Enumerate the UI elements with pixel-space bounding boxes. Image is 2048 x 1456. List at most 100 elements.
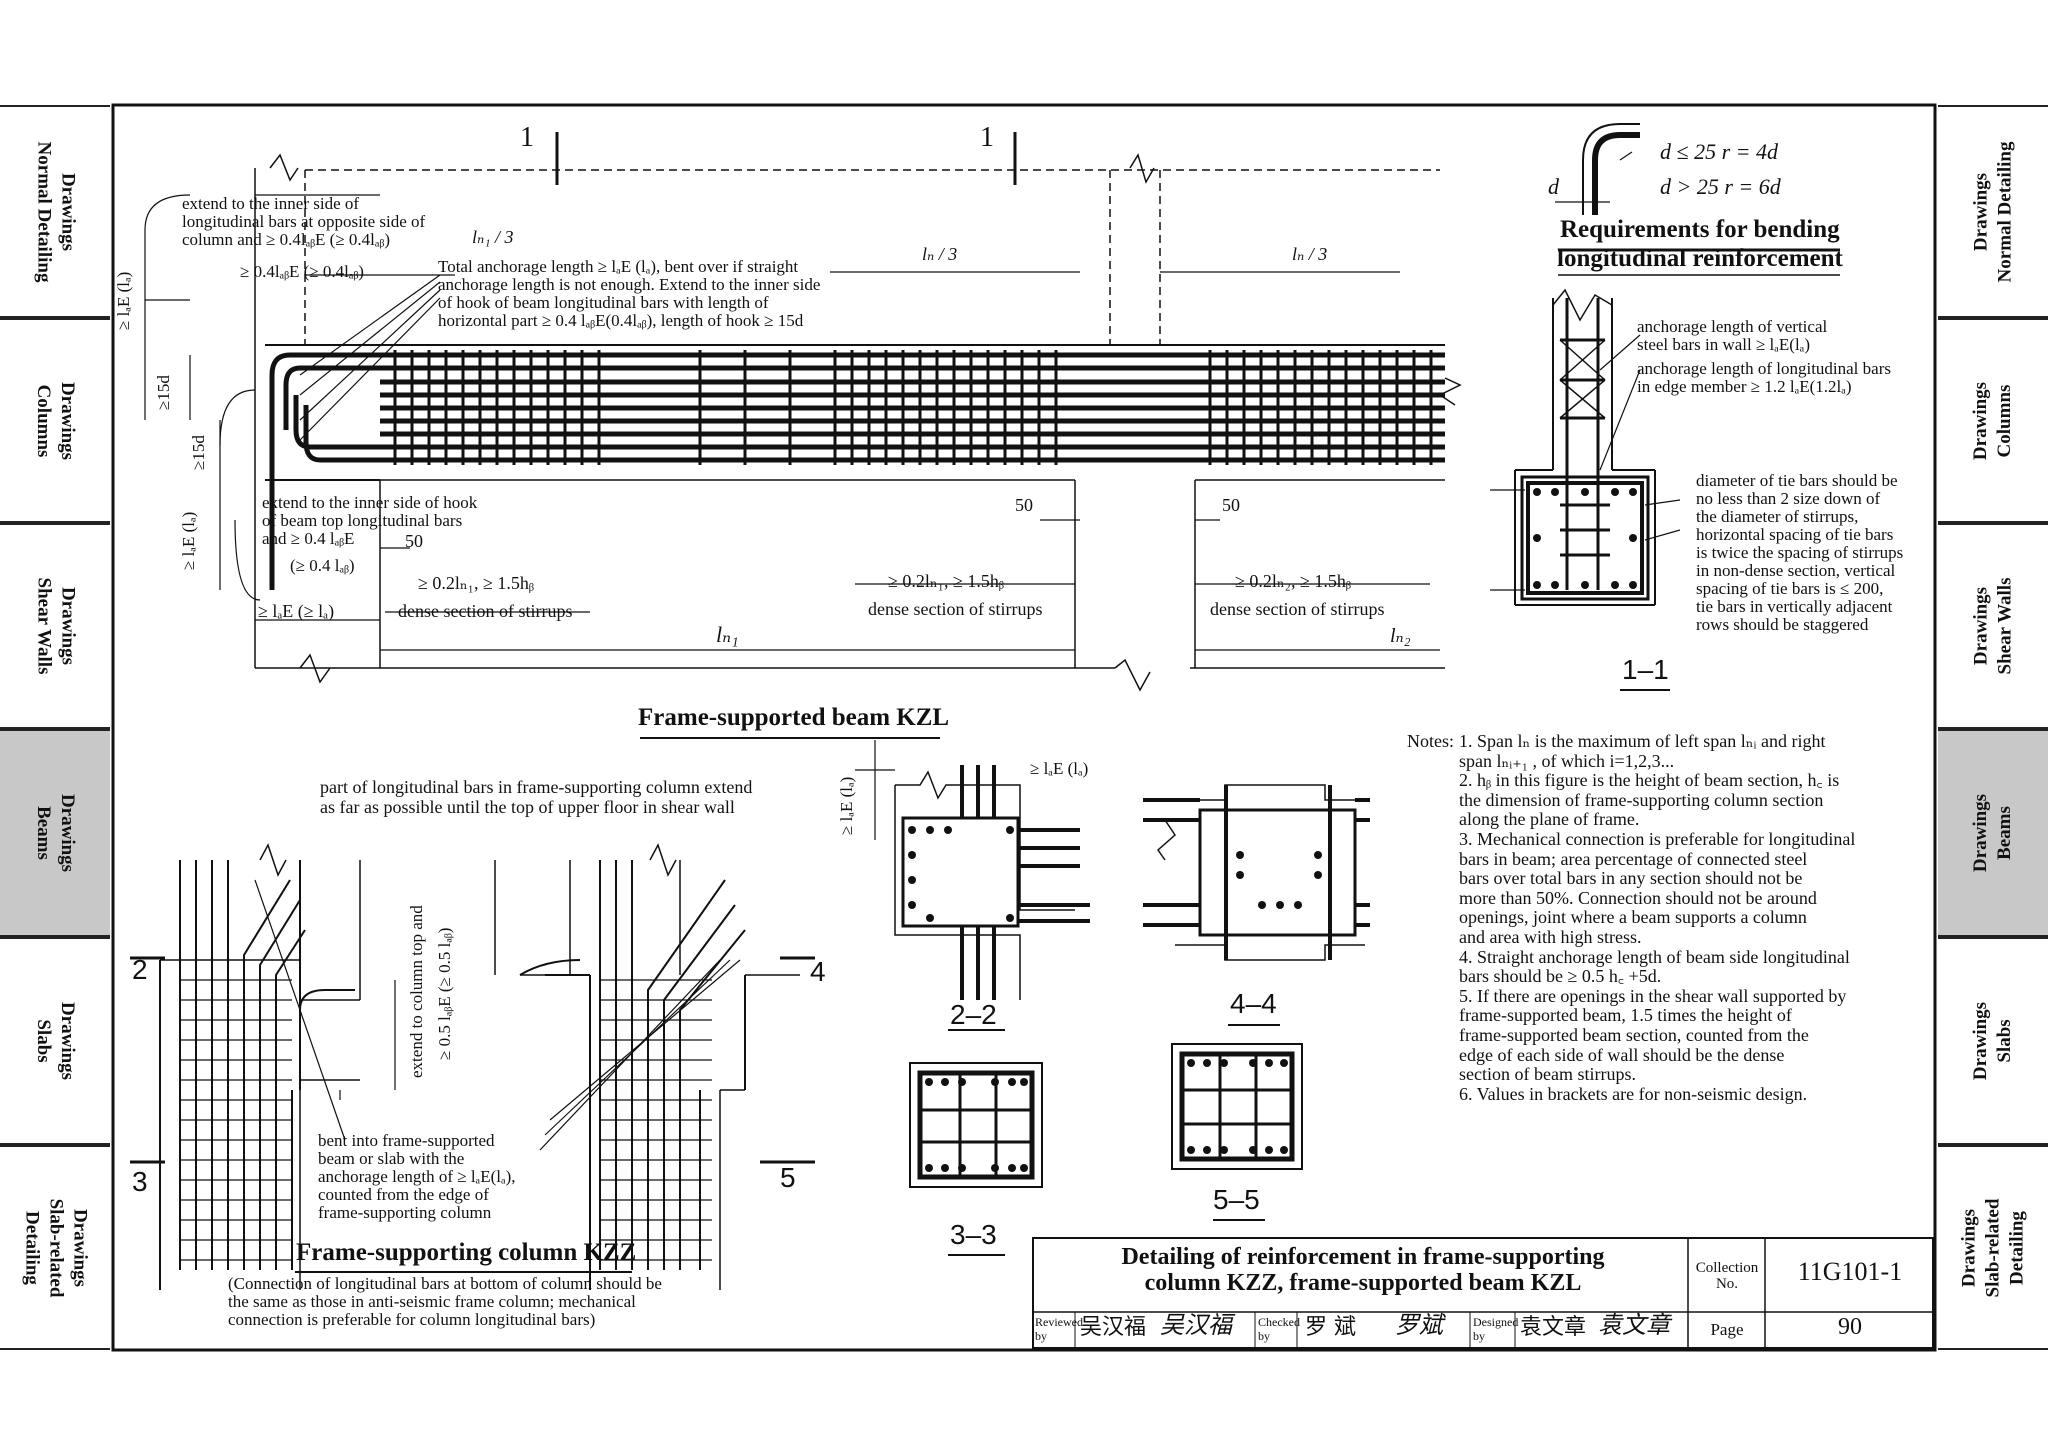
section-label-3-3: 3–3 [950,1219,997,1250]
s11-tie-1: diameter of tie bars should be [1696,471,1898,490]
bend-rule-2: d > 25 r = 6d [1660,174,1781,199]
section-1-1 [1490,288,1681,606]
note-line: 1. Span lₙ is the maximum of left span l… [1459,731,1826,751]
s11-tie-2: no less than 2 size down of [1696,489,1881,508]
note-total-anchor-2: anchorage length is not enough. Extend t… [438,275,821,294]
note-line: along the plane of frame. [1459,809,1640,830]
designer-name: 袁文章 [1520,1315,1587,1340]
s11-anch2-2: in edge member ≥ 1.2 lₐE(1.2lₐ) [1637,377,1852,396]
s11-tie-5: is twice the spacing of stirrups [1696,543,1904,562]
note-part-2: as far as possible until the top of uppe… [320,797,735,817]
collection-value: 11G101-1 [1797,1257,1903,1286]
s11-tie-4: horizontal spacing of tie bars [1696,525,1894,544]
title-block-line-2: column KZZ, frame-supported beam KZL [1144,1270,1582,1296]
note-bent-3: anchorage length of ≥ lₐE(lₐ), [318,1167,516,1186]
section-2-2 [855,740,1090,1000]
dim-15d-a: ≥15d [154,375,173,410]
title-block-line-1: Detailing of reinforcement in frame-supp… [1121,1244,1605,1270]
bend-title-1: Requirements for bending [1560,216,1840,243]
dense-rule-1: ≥ 0.2lₙ₁, ≥ 1.5hᵦ [418,573,534,593]
reviewer-name: 吴汉福 [1080,1315,1147,1340]
dim-lae-vertical: ≥ lₐE (lₐ) [114,271,133,330]
note-line: bars over total bars in any section shou… [1459,868,1803,889]
note-extend-inner-1: extend to the inner side of [182,194,360,213]
checker-name: 罗 斌 [1305,1315,1356,1340]
dim-la-vertical: ≥ lₐE (lₐ) [179,511,198,570]
s11-tie-6: in non-dense section, vertical [1696,561,1896,580]
page-value: 90 [1838,1314,1862,1340]
column-sub-2: the same as those in anti-seismic frame … [228,1292,636,1311]
section-5-5 [1171,1043,1303,1170]
s11-tie-3: the diameter of stirrups, [1696,507,1859,526]
s11-tie-8: tie bars in vertically adjacent [1696,597,1893,616]
note-line: frame-supported beam, 1.5 times the heig… [1459,1005,1792,1026]
s11-tie-9: rows should be staggered [1696,615,1869,634]
column-elevation-right [494,843,815,1290]
bending-detail [1555,123,1640,215]
note-total-anchor-3: of hook of beam longitudinal bars with l… [438,293,769,312]
reviewer-signature: 吴汉福 [1160,1311,1232,1339]
designer-signature: 袁文章 [1598,1311,1670,1339]
s11-tie-7: spacing of tie bars is ≤ 200, [1696,579,1884,598]
section-mark-5: 5 [780,1162,796,1193]
bend-d-label: d [1548,174,1559,199]
section-label-2-2: 2–2 [950,999,997,1030]
note-bent-5: frame-supporting column [318,1203,492,1222]
bend-rule-1: d ≤ 25 r = 4d [1660,139,1778,164]
section-mark-2: 2 [132,954,148,985]
note-line: 3. Mechanical connection is preferable f… [1459,829,1856,849]
section-4-4 [1143,784,1370,961]
dim-ln1: lₙ₁ [716,622,739,647]
s11-anch2-1: anchorage length of longitudinal bars [1637,359,1891,378]
note-extend-inner-2: longitudinal bars at opposite side of [182,212,426,231]
note-line: and area with high stress. [1459,927,1642,947]
column-sub-1: (Connection of longitudinal bars at bott… [228,1274,662,1293]
section-label-4-4: 4–4 [1230,988,1277,1019]
section-mark-1a: 1 [520,122,534,153]
s11-anch1-2: steel bars in wall ≥ lₐE(lₐ) [1637,335,1810,354]
dense-label-2: dense section of stirrups [868,599,1043,619]
column-elevation-left [130,843,396,1290]
note-line: bars should be ≥ 0.5 h꜀ +5d. [1459,966,1662,987]
s11-anch1-1: anchorage length of vertical [1637,317,1828,336]
note-extend-inner-3: column and ≥ 0.4lₐᵦE (≥ 0.4lₐᵦ) [182,230,390,249]
column-title: Frame-supporting column KZZ [296,1239,637,1266]
note-line: openings, joint where a beam supports a … [1459,907,1807,928]
notes-head: Notes: [1407,731,1454,751]
section-label-1-1: 1–1 [1622,654,1669,685]
checked-label: Checked by [1258,1315,1300,1343]
dim-lab: ≥ 0.4lₐᵦE (≥ 0.4lₐᵦ) [240,262,364,281]
dim-lae-bottom: ≥ lₐE (≥ lₐ) [258,601,335,621]
section-mark-1b: 1 [980,122,994,153]
dim-50-mid: 50 [1015,495,1033,515]
note-line: 4. Straight anchorage length of beam sid… [1459,946,1850,967]
s22-lae-vertical: ≥ lₐE (lₐ) [837,776,856,835]
dim-50-left: 50 [405,531,423,551]
note-bent-4: counted from the edge of [318,1185,489,1204]
note-line: 2. hᵦ in this figure is the height of be… [1459,770,1840,791]
dense-rule-2: ≥ 0.2lₙ₁, ≥ 1.5hᵦ [888,571,1004,591]
note-extend-hook-4: (≥ 0.4 lₐᵦ) [290,556,355,575]
section-label-5-5: 5–5 [1213,1184,1260,1215]
note-total-anchor-1: Total anchorage length ≥ lₐE (lₐ), bent … [438,257,799,276]
reviewed-label: Reviewed by [1035,1315,1083,1343]
note-line: section of beam stirrups. [1459,1064,1636,1085]
note-bent-2: beam or slab with the [318,1149,465,1168]
section-mark-4: 4 [810,956,826,987]
note-line: the dimension of frame-supporting column… [1459,789,1824,810]
beam-title: Frame-supported beam KZL [638,704,950,731]
dim-ln-3-a: lₙ / 3 [922,244,958,264]
